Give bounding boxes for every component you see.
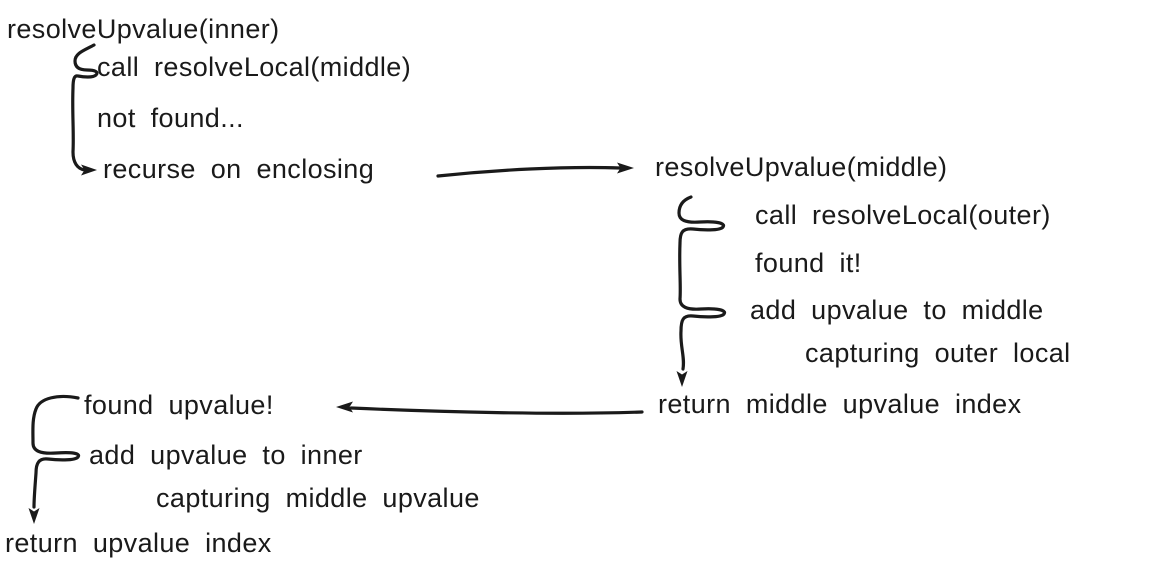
label-capturing-middle-upvalue: capturing middle upvalue — [156, 483, 480, 513]
label-return-middle-upvalue-index: return middle upvalue index — [658, 389, 1022, 419]
label-call-resolve-local-outer: call resolveLocal(outer) — [755, 200, 1051, 230]
label-return-upvalue-index: return upvalue index — [5, 528, 272, 558]
label-found-upvalue: found upvalue! — [84, 390, 274, 420]
label-recurse-on-enclosing: recurse on enclosing — [103, 154, 375, 184]
label-add-upvalue-to-inner: add upvalue to inner — [89, 440, 363, 470]
label-add-upvalue-to-middle: add upvalue to middle — [750, 295, 1044, 325]
left-arrowhead-icon — [336, 401, 353, 413]
right-arrowhead-icon — [617, 162, 634, 174]
label-call-resolve-local-middle: call resolveLocal(middle) — [97, 52, 412, 82]
label-not-found: not found... — [97, 103, 244, 133]
label-resolve-upvalue-middle: resolveUpvalue(middle) — [655, 152, 948, 182]
recurse-arrowhead-icon — [81, 164, 97, 176]
connector-found-upvalue — [28, 394, 81, 524]
label-found-it: found it! — [755, 248, 862, 278]
label-capturing-outer-local: capturing outer local — [805, 338, 1071, 368]
inner-return-arrowhead-icon — [28, 508, 40, 524]
connector-middle-calls — [676, 195, 727, 387]
label-resolve-upvalue-inner: resolveUpvalue(inner) — [7, 14, 280, 44]
middle-return-arrowhead-icon — [676, 371, 688, 387]
arrow-recurse-to-middle — [436, 162, 634, 178]
arrow-return-to-found — [336, 401, 644, 415]
connector-inner-calls — [71, 43, 99, 176]
